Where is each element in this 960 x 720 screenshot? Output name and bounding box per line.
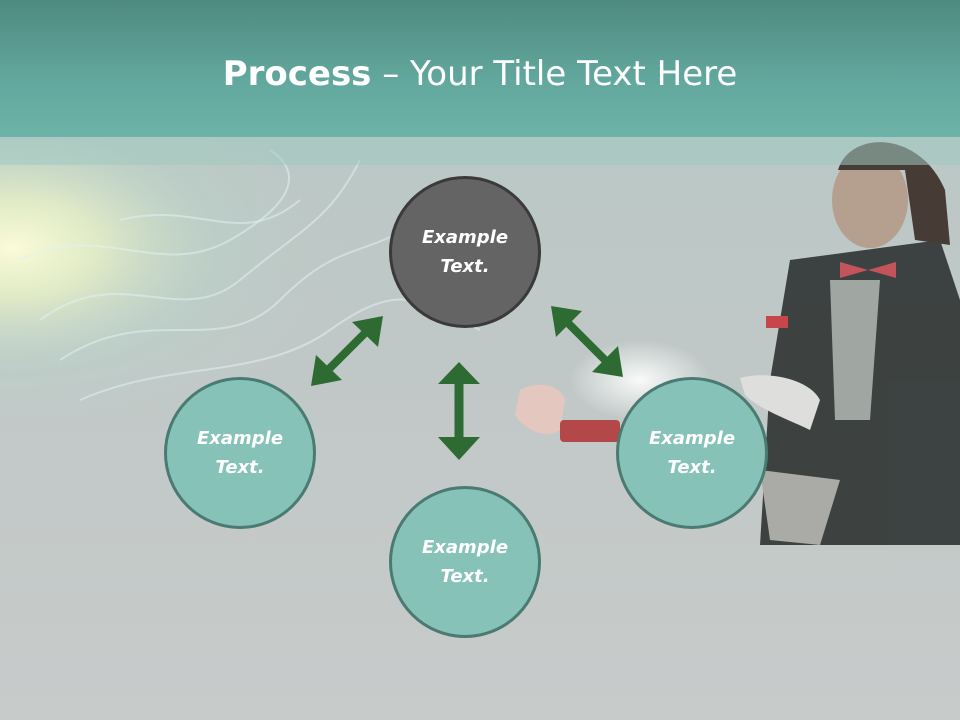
process-node-right-label: Example Text. [648,428,736,478]
double-arrow-left-icon [311,316,383,386]
double-arrow-right-icon [551,306,623,377]
slide-title[interactable]: Process – Your Title Text Here [0,52,960,96]
double-arrow-down-icon [438,362,480,460]
process-node-top[interactable]: Example Text. [389,176,541,328]
slide-title-bold: Process [222,54,372,94]
process-node-left-label: Example Text. [196,428,284,478]
process-node-bottom[interactable]: Example Text. [389,486,541,638]
process-node-bottom-label: Example Text. [421,537,509,587]
banner-strip [0,137,960,165]
process-node-top-label: Example Text. [421,227,509,277]
slide-title-rest: – Your Title Text Here [371,54,738,94]
process-node-left[interactable]: Example Text. [164,377,316,529]
title-banner [0,0,960,137]
process-node-right[interactable]: Example Text. [616,377,768,529]
